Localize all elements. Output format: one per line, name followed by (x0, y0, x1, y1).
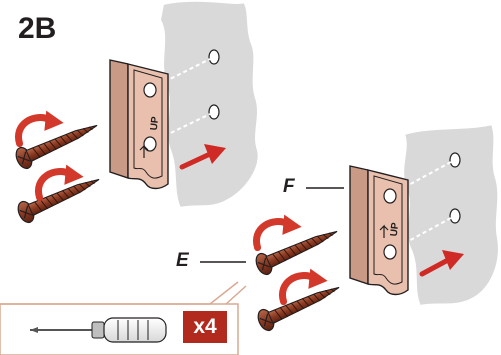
wall-cutout-upper (158, 0, 260, 210)
callout-label-bracket: F (283, 176, 295, 197)
bracket-up-marking-upper: UP (148, 116, 162, 131)
screwdriver-icon (30, 317, 167, 343)
quantity-badge: x4 (183, 311, 227, 343)
wall-holes-upper (208, 49, 220, 120)
wood-screw-icon (252, 220, 343, 278)
wood-screw-icon (14, 168, 105, 226)
push-arrow-icon (419, 250, 464, 277)
wood-screw-icon (254, 276, 345, 334)
step-label: 2B (18, 12, 57, 45)
bracket-upper (109, 59, 169, 190)
tool-callout (0, 281, 247, 355)
bracket-up-marking-lower: UP (388, 222, 402, 237)
bracket-lower (349, 165, 409, 296)
rotate-clockwise-arrow-icon (254, 213, 303, 248)
wall-holes-lower (449, 152, 461, 224)
callout-label-screw: E (176, 250, 189, 271)
push-arrow-icon (179, 144, 226, 170)
